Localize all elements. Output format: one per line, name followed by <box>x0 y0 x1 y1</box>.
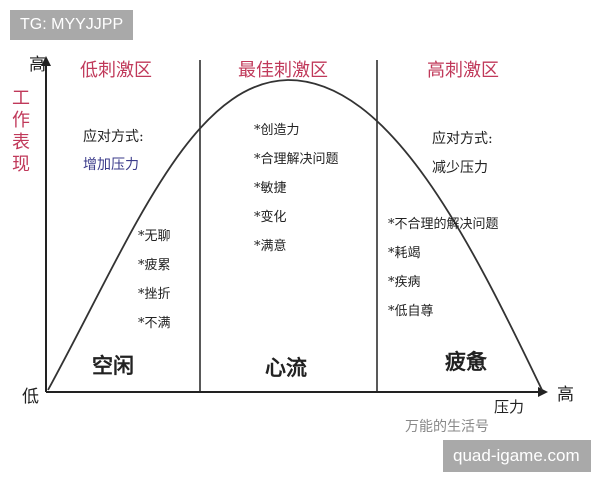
zone-high-strategy-label: 应对方式: <box>432 131 493 147</box>
y-low-label: 低 <box>22 387 39 407</box>
watermark-bottom: quad-igame.com <box>443 440 591 472</box>
zone-high-items: *不合理的解决问题 *耗竭 *疾病 *低自尊 <box>388 210 499 326</box>
performance-curve <box>47 79 543 391</box>
zone-low-strategy: 增加压力 <box>83 157 139 173</box>
list-item: *疾病 <box>388 275 421 290</box>
zone-optimal-items: *创造力 *合理解决问题 *敏捷 *变化 *满意 <box>254 116 339 261</box>
zone-low-title: 低刺激区 <box>80 60 152 81</box>
x-axis-label: 压力 <box>494 398 525 416</box>
watermark-top: TG: MYYJJPP <box>10 10 134 40</box>
list-item: *不满 <box>138 316 171 331</box>
zone-high-state: 疲惫 <box>445 350 487 374</box>
list-item: *耗竭 <box>388 246 421 261</box>
list-item: *变化 <box>254 210 287 225</box>
zone-low-items: *无聊 *疲累 *挫折 *不满 <box>138 222 171 338</box>
zone-high-strategy: 减少压力 <box>432 160 488 176</box>
y-axis-arrow <box>41 56 51 66</box>
list-item: *合理解决问题 <box>254 152 339 167</box>
list-item: *创造力 <box>254 123 300 138</box>
y-high-label: 高 <box>29 55 46 75</box>
list-item: *敏捷 <box>254 181 287 196</box>
zone-low-state: 空闲 <box>92 354 134 378</box>
x-axis-arrow <box>538 387 548 397</box>
x-high-label: 高 <box>557 385 574 405</box>
list-item: *低自尊 <box>388 304 434 319</box>
list-item: *疲累 <box>138 258 171 273</box>
y-axis-label: 工作表现 <box>12 88 30 175</box>
zone-low-strategy-label: 应对方式: <box>83 129 144 145</box>
list-item: *无聊 <box>138 229 171 244</box>
zone-high-title: 高刺激区 <box>427 60 499 81</box>
watermark-mid: 万能的生活号 <box>405 419 489 435</box>
list-item: *不合理的解决问题 <box>388 217 499 232</box>
list-item: *满意 <box>254 239 287 254</box>
zone-optimal-title: 最佳刺激区 <box>238 60 328 81</box>
zone-optimal-state: 心流 <box>265 356 307 380</box>
list-item: *挫折 <box>138 287 171 302</box>
